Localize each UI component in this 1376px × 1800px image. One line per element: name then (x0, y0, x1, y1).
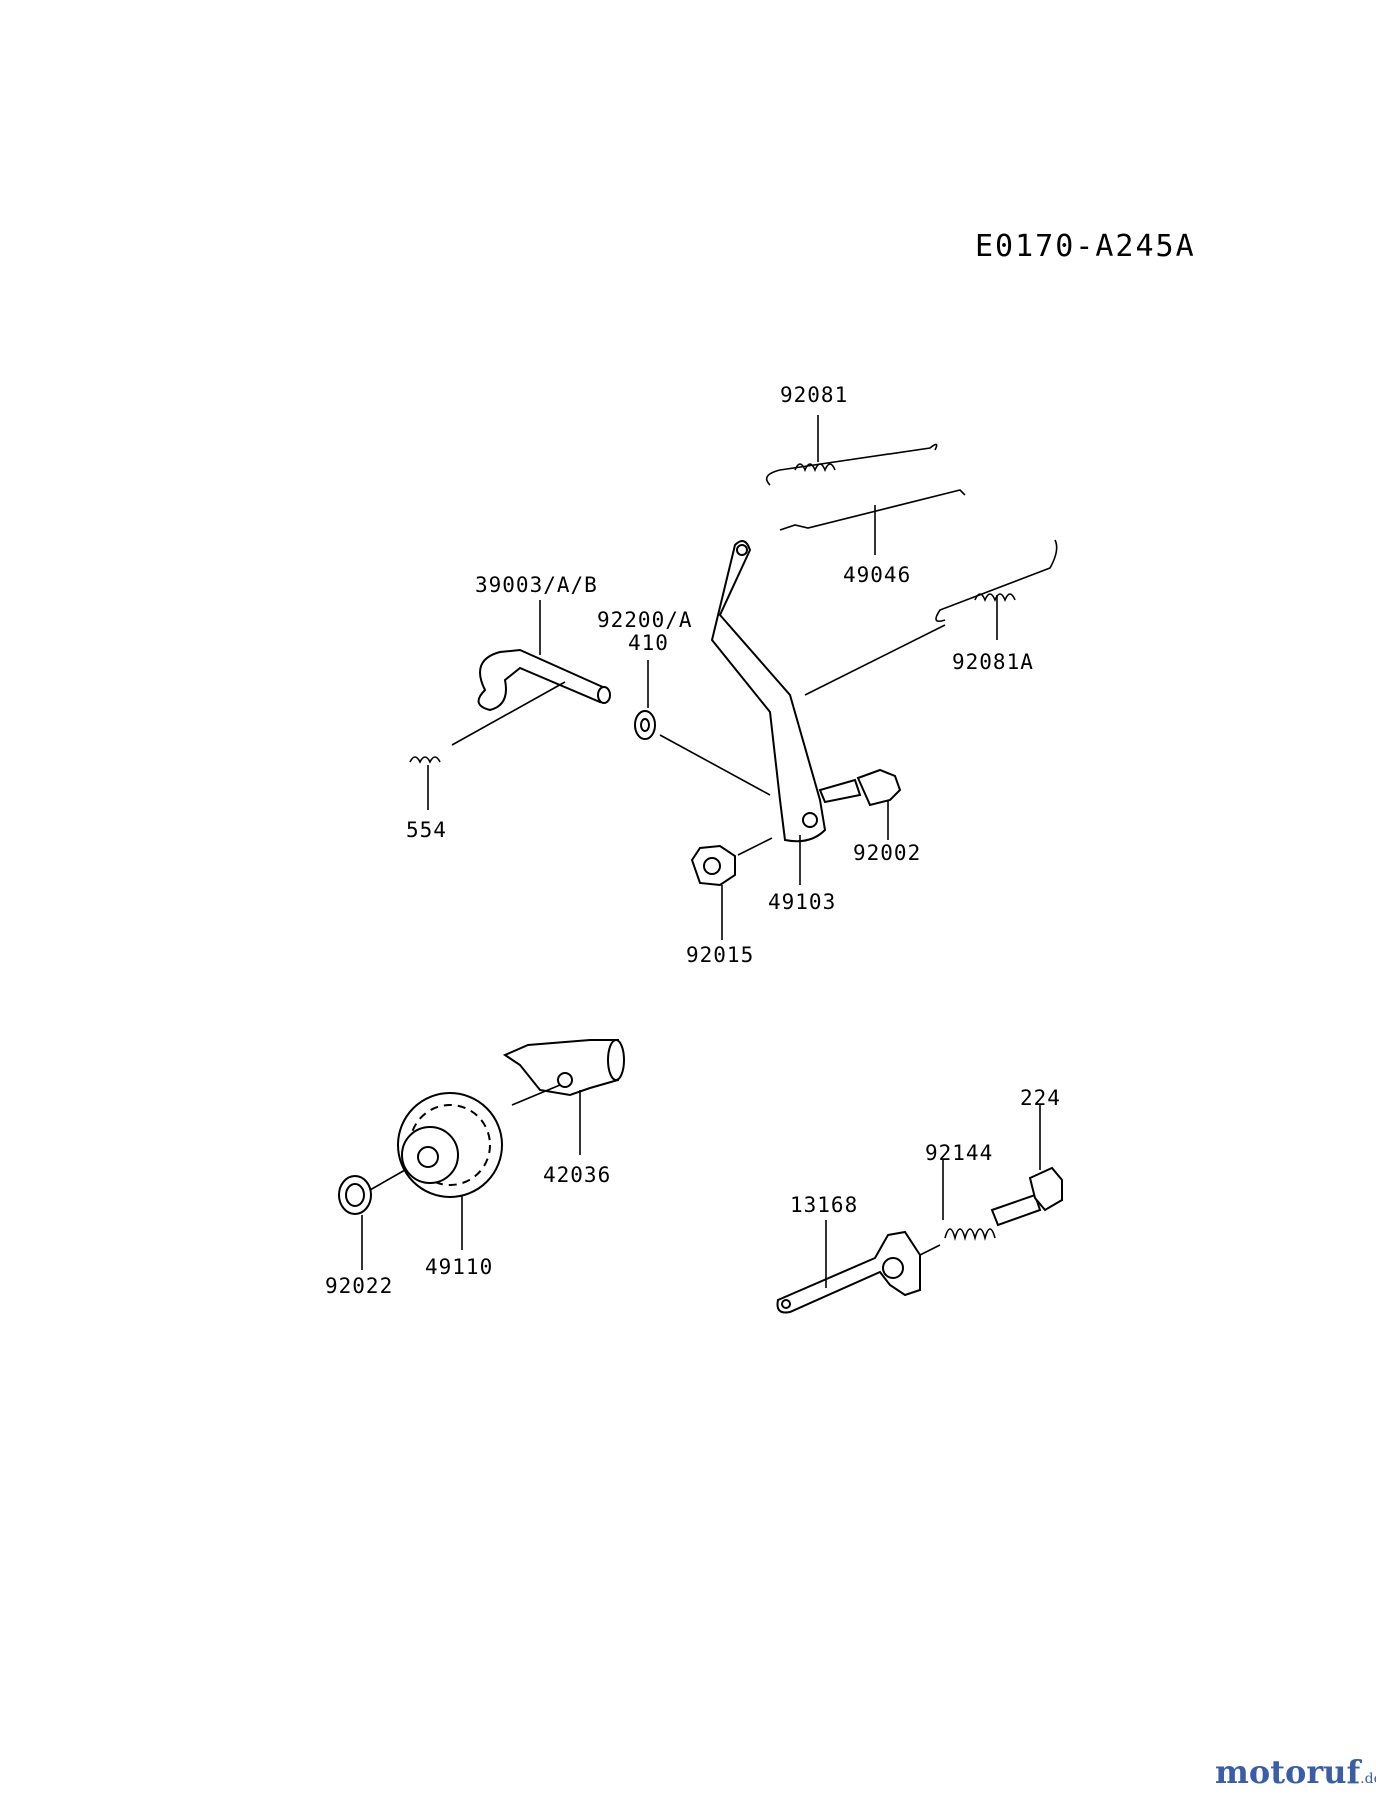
watermark-text: motoruf (1215, 1753, 1361, 1791)
part-label-49103: 49103 (768, 890, 837, 914)
part-label-92081a: 92081A (952, 650, 1034, 674)
bolt-224 (990, 1105, 1063, 1227)
washer-92200 (634, 660, 771, 796)
pin-554 (409, 681, 566, 810)
spring-rod-92081 (765, 415, 938, 486)
part-label-92022: 92022 (325, 1274, 394, 1298)
shaft-39003 (477, 600, 611, 712)
part-label-39003: 39003/A/B (475, 573, 598, 597)
shaft-42036 (502, 1039, 625, 1155)
part-label-13168: 13168 (790, 1193, 859, 1217)
part-label-42036: 42036 (543, 1163, 612, 1187)
part-label-92015: 92015 (686, 943, 755, 967)
part-label-49046: 49046 (843, 563, 912, 587)
lever-49103 (710, 540, 827, 885)
nut-92015 (690, 837, 773, 940)
part-label-49110: 49110 (425, 1255, 494, 1279)
diagram-code: E0170-A245A (975, 229, 1196, 264)
part-label-92002: 92002 (853, 841, 922, 865)
gear-49110 (397, 1092, 503, 1250)
washer-92022 (338, 1169, 406, 1270)
part-label-554: 554 (406, 818, 447, 842)
spring-rod-92081a (804, 539, 1058, 696)
part-label-92081: 92081 (780, 383, 849, 407)
watermark-logo: motoruf.de (1215, 1756, 1376, 1788)
lever-13168 (776, 1220, 921, 1314)
part-label-92200: 92200/A (597, 608, 693, 632)
part-label-410: 410 (628, 631, 669, 655)
rod-49046 (779, 489, 966, 555)
part-label-92144: 92144 (925, 1141, 994, 1165)
bolt-92002 (818, 768, 902, 840)
part-label-224: 224 (1020, 1086, 1061, 1110)
spring-92144 (919, 1160, 996, 1256)
watermark-suffix: .de (1360, 1771, 1376, 1787)
